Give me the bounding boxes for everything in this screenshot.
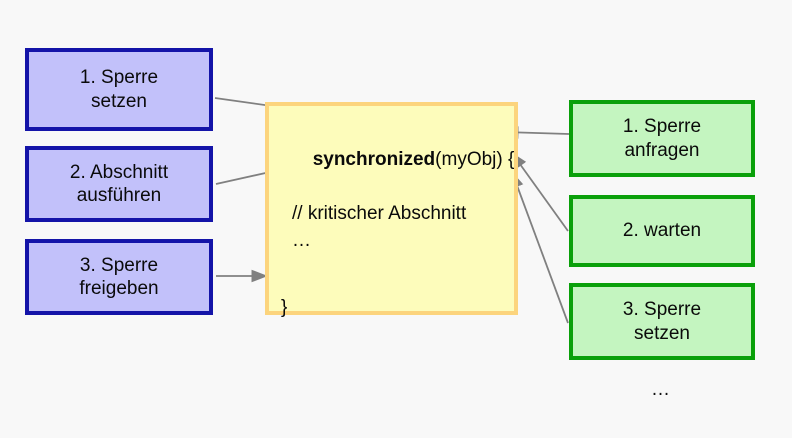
lock-state-box-wait[interactable]: 2. warten — [569, 195, 755, 267]
code-line-comment: // kritischer Abschnitt — [292, 202, 467, 224]
lock-state-box-request-line1: 1. Sperre — [622, 116, 702, 138]
code-spacer — [281, 255, 514, 295]
step-box-lock-set-line1: 1. Sperre — [79, 67, 159, 89]
lock-state-box-set-line1: 3. Sperre — [622, 299, 702, 321]
step-box-lock-set-line2: setzen — [91, 90, 147, 112]
step-box-lock-set[interactable]: 1. Sperre setzen — [25, 48, 213, 131]
step-box-execute-section-line2: ausführen — [76, 185, 162, 206]
arrow-set-lock — [511, 171, 569, 324]
lock-state-box-request[interactable]: 1. Sperre anfragen — [569, 100, 755, 177]
right-column-ellipsis: … — [651, 379, 672, 400]
step-box-execute-section[interactable]: 2. Abschnitt ausführen — [25, 146, 213, 222]
step-box-lock-release[interactable]: 3. Sperre freigeben — [25, 239, 213, 315]
step-box-lock-release-line1: 3. Sperre — [79, 254, 159, 276]
code-line-ellipsis: … — [292, 229, 311, 251]
arrow-wait — [511, 152, 569, 232]
code-line-synchronized: synchronized(myObj) { — [281, 120, 515, 201]
lock-state-box-set-line2: setzen — [634, 322, 690, 344]
step-box-lock-release-line2: freigeben — [79, 278, 159, 299]
lock-state-box-set[interactable]: 3. Sperre setzen — [569, 283, 755, 360]
lock-state-box-request-line2: anfragen — [624, 139, 700, 161]
lock-state-box-wait-line1: 2. warten — [622, 220, 702, 242]
code-keyword-synchronized: synchronized — [312, 148, 436, 170]
code-block: synchronized(myObj) { // kritischer Absc… — [265, 102, 518, 318]
code-signature: (myObj) { — [435, 148, 515, 170]
code-line-closing-brace: } — [281, 296, 288, 318]
step-box-execute-section-line1: 2. Abschnitt — [69, 161, 169, 183]
